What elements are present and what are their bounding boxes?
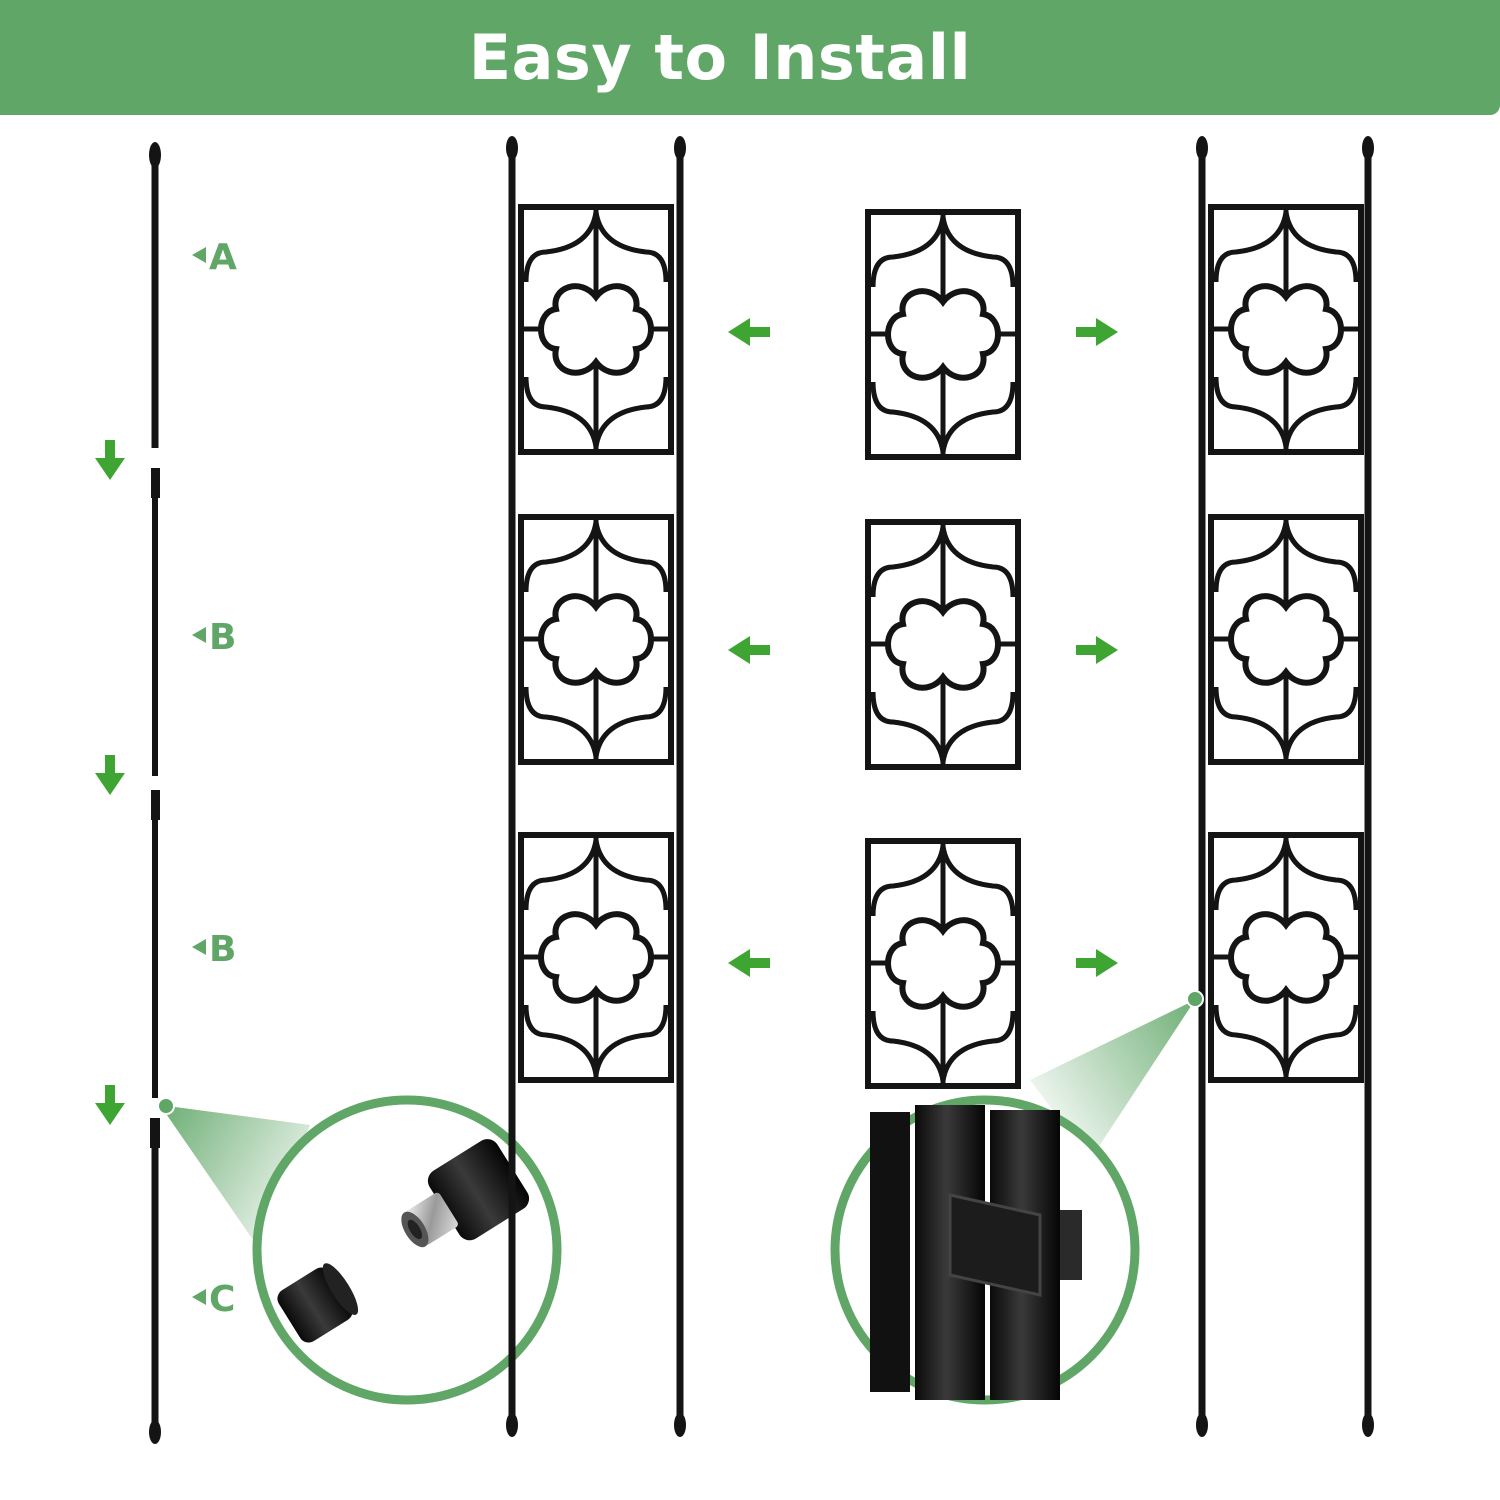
connector-detail-circle: [252, 1095, 562, 1405]
arrow-down-icon: [95, 440, 125, 480]
pole-segment-b-lower: [151, 790, 160, 1098]
arrow-left-icon: [728, 949, 770, 977]
part-label-c: C: [192, 1282, 235, 1318]
arrow-right-icon: [1076, 318, 1118, 346]
pointer-triangle-icon: [192, 247, 206, 263]
pointer-triangle-icon: [192, 939, 206, 955]
part-label-a: A: [192, 240, 237, 276]
loose-panels: [868, 212, 1018, 1086]
title-banner: Easy to Install: [0, 0, 1500, 115]
pole-segment-b-upper: [151, 468, 160, 776]
part-label-b2: B: [192, 932, 236, 968]
arrow-right-icon: [1076, 949, 1118, 977]
pointer-triangle-icon: [192, 627, 206, 643]
arrow-left-icon: [728, 636, 770, 664]
arrow-right-icon: [1076, 636, 1118, 664]
clip-detail-circle: [830, 1095, 1140, 1405]
arrow-down-icon: [95, 1085, 125, 1125]
part-label-b1: B: [192, 620, 236, 656]
zoom-point-icon: [1186, 990, 1204, 1008]
arrow-down-icon: [95, 755, 125, 795]
pole-segment-c: [149, 1118, 161, 1444]
trellis-full-assembly: [1196, 136, 1374, 1437]
pointer-triangle-icon: [192, 1289, 206, 1305]
pole-segment-a: [149, 142, 161, 448]
zoom-point-icon: [157, 1097, 175, 1115]
arrow-left-icon: [728, 318, 770, 346]
banner-title: Easy to Install: [468, 21, 972, 94]
zoom-beam: [1030, 1000, 1195, 1160]
